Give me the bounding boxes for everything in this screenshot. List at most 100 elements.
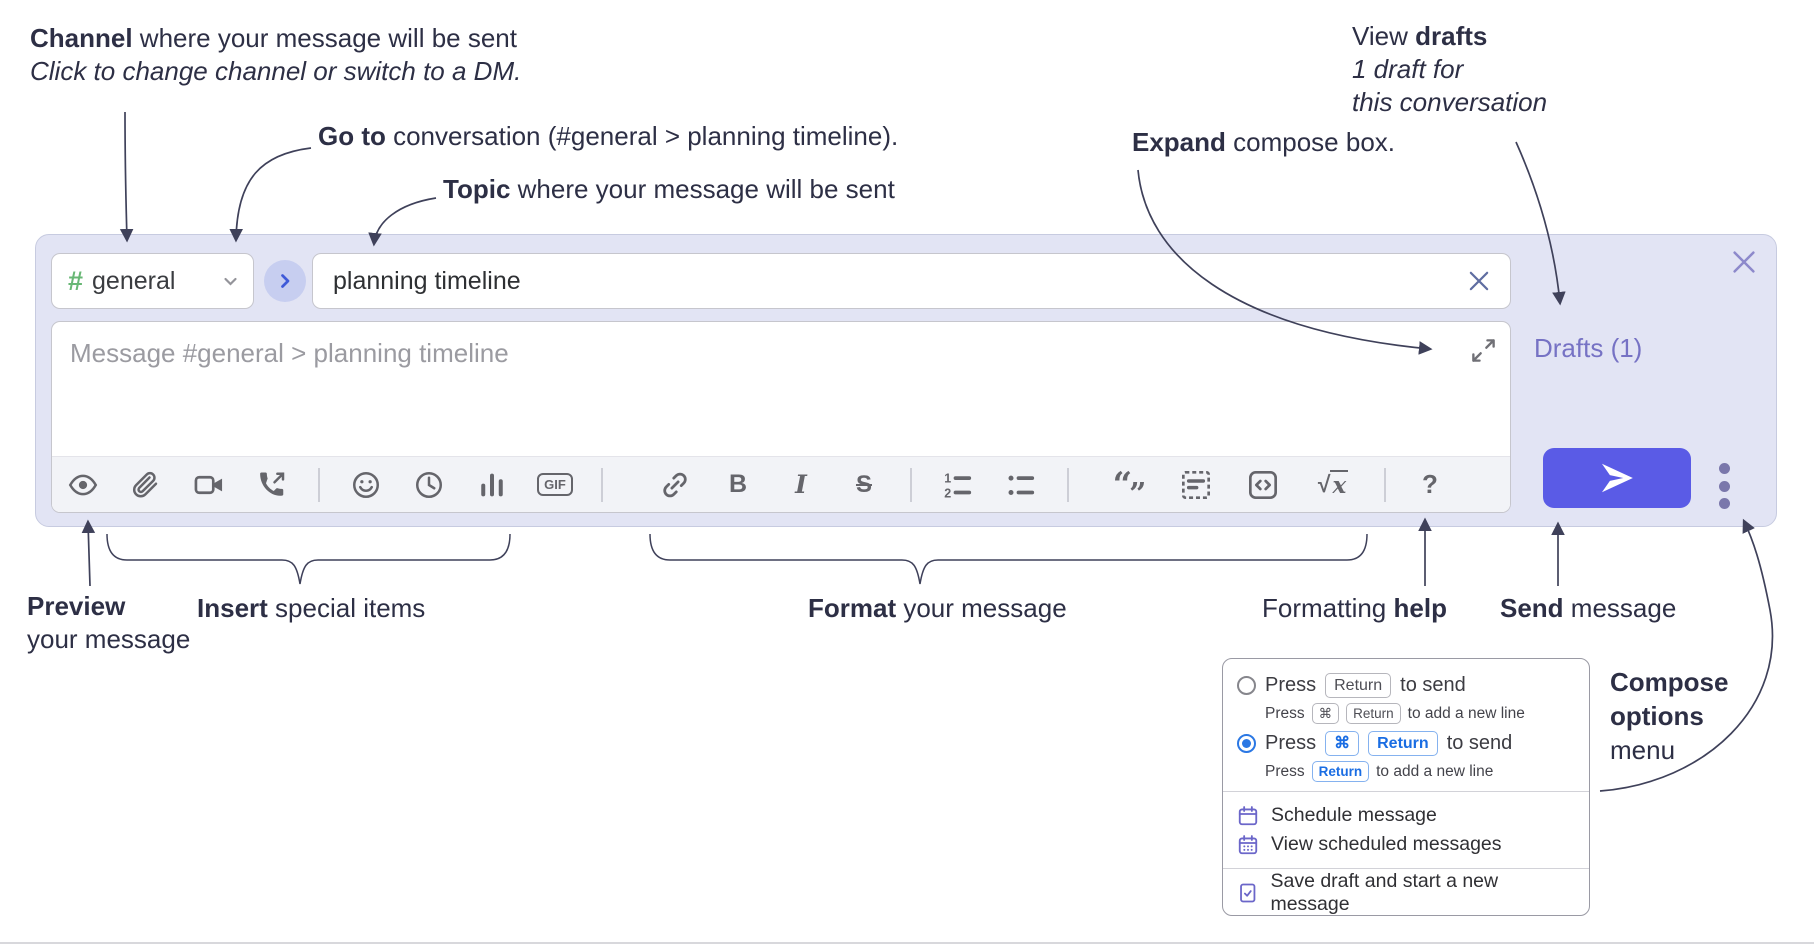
preview-connector [81,519,96,587]
math-x: x [1330,470,1349,499]
channel-annotation: Channel where your message will be sent … [30,22,521,88]
bar-chart-icon [481,473,503,496]
code-icon [1249,470,1277,499]
preview-annotation-bold: Preview [27,591,126,621]
option2-press: Press [1265,732,1317,754]
insert-brace [106,533,511,585]
compose-options-line3: menu [1610,734,1676,765]
gif-button[interactable]: GIF [537,467,573,503]
option2-suffix: to send [1446,732,1513,754]
drafts-link[interactable]: Drafts (1) [1534,333,1643,363]
dot-icon [1718,463,1730,474]
toolbar-divider [1067,467,1069,502]
chevron-right-icon [281,274,290,288]
preview-button[interactable] [66,467,100,503]
quote-icon-close: ” [1129,476,1146,512]
format-annotation-bold: Format [808,593,897,623]
quote-button[interactable]: “” [1108,464,1148,512]
emoji-button[interactable] [349,467,383,503]
preview-annotation: Preview your message [27,590,190,656]
bold-button[interactable]: B [728,470,748,498]
voice-call-button[interactable] [255,467,289,503]
svg-text:1: 1 [944,471,951,485]
italic-button[interactable]: I [795,470,807,499]
poll-button[interactable] [475,467,509,503]
toolbar-divider [601,467,603,502]
option-cmd-enter-to-send[interactable]: Press ⌘ Return to send [1237,731,1575,756]
quote-icon: “ [1112,464,1132,505]
insert-annotation: Insert special items [197,592,425,625]
goto-connector [229,147,312,243]
send-annotation: Send message [1500,592,1676,625]
video-camera-icon [194,475,223,494]
goto-annotation-bold: Go to [318,121,386,151]
schedule-message-item[interactable]: Schedule message [1237,801,1575,830]
clear-topic-icon[interactable] [1466,268,1492,294]
send-icon [1601,463,1633,493]
message-input[interactable] [52,322,1510,456]
go-to-conversation-button[interactable] [264,260,306,302]
dot-icon [1718,498,1730,509]
send-button[interactable] [1543,448,1691,508]
page-bottom-border [0,942,1814,944]
popup-divider [1223,791,1589,792]
format-annotation: Format your message [808,592,1067,625]
bulleted-list-button[interactable] [1004,467,1038,503]
format-annotation-rest: your message [896,593,1067,623]
preview-annotation-line2: your message [27,624,191,655]
radio-selected-icon[interactable] [1237,734,1256,753]
compose-panel: # general GIF [35,234,1777,527]
attach-file-button[interactable] [129,467,163,503]
help-annotation-pre: Formatting [1262,593,1394,623]
drafts-annotation-pre: View [1352,21,1416,51]
numbered-list-icon: 12 [944,471,972,500]
expand-annotation: Expand compose box. [1132,126,1395,159]
svg-text:2: 2 [944,486,951,500]
view-scheduled-messages-label: View scheduled messages [1271,833,1502,855]
topic-annotation-bold: Topic [443,174,511,204]
return-key: Return [1311,761,1370,782]
video-call-button[interactable] [192,467,226,503]
phone-icon [260,472,285,496]
option2-sub-press: Press [1265,762,1305,780]
drafts-annotation: View drafts 1 draft for this conversatio… [1352,20,1547,119]
radio-unselected-icon[interactable] [1237,676,1256,695]
global-time-button[interactable] [412,467,446,503]
format-brace [649,533,1368,585]
message-box: GIF B I S 12 “” √x ? [51,321,1511,513]
send-annotation-rest: message [1563,593,1677,623]
link-button[interactable] [658,467,692,503]
chevron-down-icon [224,277,237,286]
topic-input-box [312,253,1511,309]
save-draft-item[interactable]: Save draft and start a new message [1237,870,1575,915]
clock-icon [416,471,442,498]
spoiler-button[interactable] [1177,467,1215,503]
send-annotation-bold: Send [1500,593,1564,623]
option1-sub-suffix: to add a new line [1407,704,1525,722]
topic-input[interactable] [313,254,1466,308]
expand-annotation-bold: Expand [1132,127,1226,157]
option1-press: Press [1265,674,1317,696]
formatting-help-button[interactable]: ? [1422,469,1438,499]
goto-annotation: Go to conversation (#general > planning … [318,120,898,153]
strikethrough-button[interactable]: S [855,470,872,498]
cmd-key: ⌘ [1311,703,1340,724]
compose-options-popup: Press Return to send Press ⌘ Return to a… [1222,658,1590,916]
close-compose-icon[interactable] [1729,247,1759,277]
toolbar-divider [1384,467,1386,502]
channel-selector[interactable]: # general [51,253,254,309]
topic-annotation: Topic where your message will be sent [443,173,895,206]
code-button[interactable] [1244,467,1282,503]
option-enter-to-send[interactable]: Press Return to send [1237,673,1575,698]
eye-icon [68,474,98,495]
math-button[interactable]: √x [1311,467,1355,503]
compose-options-menu-button[interactable] [1712,463,1736,509]
expand-compose-icon[interactable] [1470,337,1497,364]
smiley-icon [353,471,379,498]
view-scheduled-messages-item[interactable]: View scheduled messages [1237,830,1575,859]
topic-annotation-rest: where your message will be sent [510,174,895,204]
channel-annotation-hint: Click to change channel or switch to a D… [30,56,522,87]
formatting-help-annotation: Formatting help [1262,592,1447,625]
